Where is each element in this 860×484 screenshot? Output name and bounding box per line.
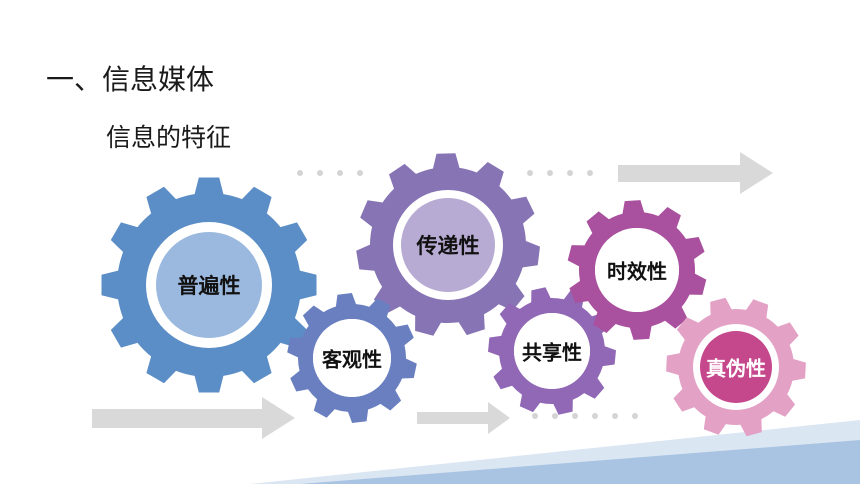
gear-objectivity xyxy=(287,293,417,423)
gear-universality xyxy=(101,177,317,393)
gear-authenticity-core xyxy=(700,331,772,403)
arrow-bottom-middle xyxy=(417,402,510,434)
gear-objectivity-core xyxy=(313,319,391,397)
gear-timeliness xyxy=(567,200,707,340)
gear-label-shareability: 共享性 xyxy=(522,340,582,365)
gear-transmissibility xyxy=(356,153,540,336)
gear-authenticity xyxy=(666,297,806,437)
arrow-bottom-left xyxy=(92,397,295,439)
page-title: 一、信息媒体 xyxy=(46,63,215,96)
gear-label-timeliness: 时效性 xyxy=(607,259,667,284)
corner-stripe-dark xyxy=(300,440,860,484)
dots-top-left xyxy=(297,170,363,176)
gear-label-objectivity: 客观性 xyxy=(322,347,382,372)
arrow-top-right xyxy=(618,152,773,194)
gear-label-universality: 普遍性 xyxy=(177,274,241,298)
gear-shareability-core xyxy=(514,313,590,389)
dots-top-right xyxy=(527,170,593,176)
gear-shareability xyxy=(488,287,616,415)
page-subtitle: 信息的特征 xyxy=(106,123,232,152)
gear-universality-core xyxy=(156,232,262,338)
gear-label-transmissibility: 传递性 xyxy=(416,234,480,258)
gear-timeliness-core xyxy=(595,228,679,312)
dots-bottom xyxy=(532,413,638,419)
gear-label-authenticity: 真伪性 xyxy=(706,356,766,381)
gear-transmissibility-core xyxy=(401,198,495,292)
